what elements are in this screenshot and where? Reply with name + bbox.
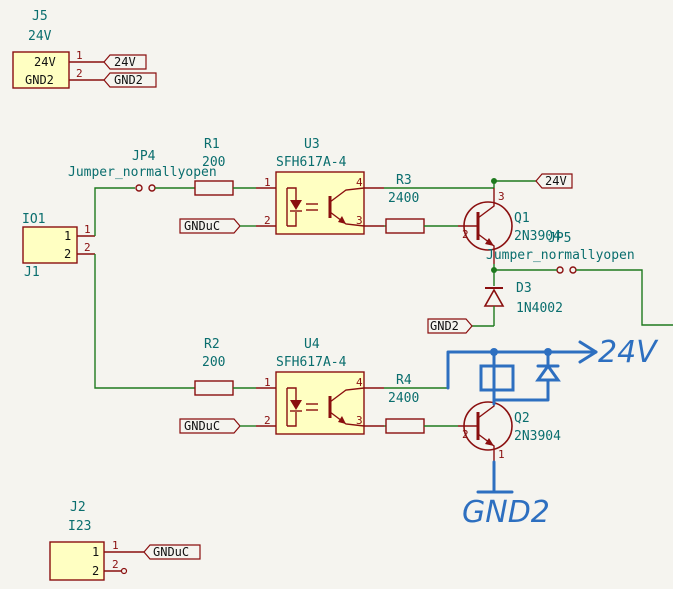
q2-pin-b: 2 [462,428,469,441]
net-label-gnduc-u4: GNDuC [179,418,241,434]
j5-ref: J5 [32,9,48,24]
resistor-r2[interactable]: R2 200 [194,337,234,396]
r1-value: 200 [202,155,225,170]
transistor-q1[interactable]: 2 3 Q1 2N3904 [458,188,561,264]
j2-pin1-label: 1 [92,545,99,559]
u4-pin2: 2 [264,414,271,427]
net-label-24v-top: 24V [103,54,147,70]
j1-value: J1 [24,265,40,280]
resistor-r4[interactable]: R4 2400 [385,373,425,434]
r2-ref: R2 [204,337,220,352]
wire-j1-jp4 [94,187,135,236]
net-label-gnduc-j2: GNDuC [143,544,201,560]
j1-pin2-label: 2 [64,247,71,261]
r3-ref: R3 [396,173,412,188]
diode-d3[interactable]: D3 1N4002 [483,264,563,326]
handwritten-24v: 24V [598,335,659,370]
net-24v-q1-text: 24V [545,174,567,188]
wire-j1-r2 [94,254,195,389]
net-24v-text: 24V [114,55,136,69]
u4-ref: U4 [304,337,320,352]
q1-value: 2N3904 [514,229,561,244]
net-gnd2-text: GND2 [114,73,143,87]
r4-value: 2400 [388,391,419,406]
net-label-gnduc-u3: GNDuC [179,218,241,234]
r4-ref: R4 [396,373,412,388]
j2-body [49,541,105,581]
resistor-r3[interactable]: R3 2400 [385,173,425,234]
connector-j1[interactable]: IO1 1 2 J1 1 2 [22,212,95,280]
u3-value: SFH617A-4 [276,155,347,170]
j1-pin1-label: 1 [64,229,71,243]
u3-pin2: 2 [264,214,271,227]
connector-j5[interactable]: J5 24V 24V GND2 1 2 [12,9,104,89]
handwritten-gnd2: GND2 [462,495,550,530]
j2-pin2-label: 2 [92,564,99,578]
j5-pin2-name: GND2 [25,73,54,87]
jp4-ref: JP4 [132,149,156,164]
j5-pin1-num: 1 [76,49,83,62]
u4-value: SFH617A-4 [276,355,347,370]
u3-pin3: 3 [356,214,363,227]
j1-pin1-num: 1 [84,223,91,236]
net-label-gnd2-d3: GND2 [427,318,473,334]
handdrawn-relay-circuit [446,340,598,494]
q1-pin-b: 2 [462,228,469,241]
q2-value: 2N3904 [514,429,561,444]
net-gnduc-u3-text: GNDuC [184,219,220,233]
connector-j2[interactable]: J2 I23 1 2 1 2 [49,500,144,581]
u3-pin4: 4 [356,176,363,189]
net-gnd2-d3-text: GND2 [430,319,459,333]
q2-ref: Q2 [514,411,530,426]
j1-ref: IO1 [22,212,45,227]
j5-pin1-name: 24V [34,55,56,69]
resistor-r1[interactable]: R1 200 [194,137,234,196]
q2-pin-e: 1 [498,448,505,461]
net-label-gnd2-top: GND2 [103,72,157,88]
d3-value: 1N4002 [516,301,563,316]
q1-ref: Q1 [514,211,530,226]
d3-ref: D3 [516,281,532,296]
optocoupler-u3[interactable]: U3 SFH617A-4 1 2 4 3 [256,137,384,235]
u4-pin4: 4 [356,376,363,389]
net-label-24v-q1: 24V [535,173,573,189]
jumper-jp5[interactable]: JP5 Jumper_normallyopen [486,231,635,274]
net-gnduc-j2-text: GNDuC [153,545,189,559]
j1-body [22,226,78,264]
jumper-jp4[interactable]: JP4 Jumper_normallyopen [68,149,217,192]
r2-value: 200 [202,355,225,370]
j5-value: 24V [28,29,52,44]
u4-pin3: 3 [356,414,363,427]
u3-pin1: 1 [264,176,271,189]
optocoupler-u4[interactable]: U4 SFH617A-4 1 2 4 3 [256,337,384,435]
j1-pin2-num: 2 [84,241,91,254]
r3-value: 2400 [388,191,419,206]
r1-ref: R1 [204,137,220,152]
j2-value: I23 [68,519,91,534]
q1-pin-c: 3 [498,190,505,203]
transistor-q2[interactable]: 2 1 Q2 2N3904 [458,394,561,462]
j2-ref: J2 [70,500,86,515]
j2-pin1-num: 1 [112,539,119,552]
u4-pin1: 1 [264,376,271,389]
j5-pin2-num: 2 [76,67,83,80]
jp5-ref: JP5 [548,231,571,246]
jp4-value: Jumper_normallyopen [68,165,217,180]
net-gnduc-u4-text: GNDuC [184,419,220,433]
u3-ref: U3 [304,137,320,152]
j5-body [12,51,70,89]
jp5-value: Jumper_normallyopen [486,248,635,263]
j2-pin2-num: 2 [112,558,119,571]
